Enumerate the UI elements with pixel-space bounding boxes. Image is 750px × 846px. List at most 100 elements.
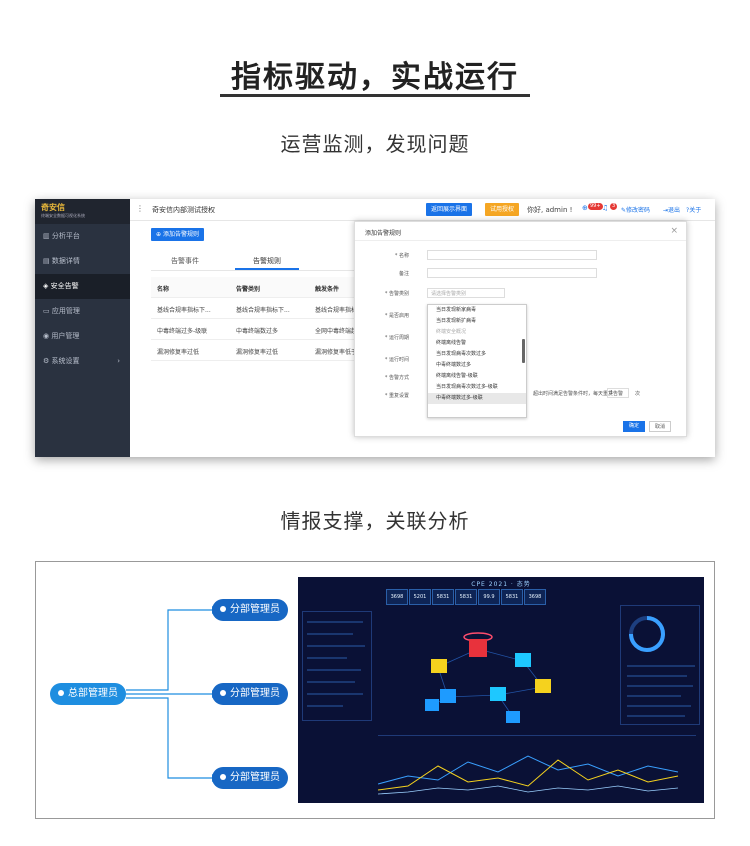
table-cell: 漏洞修复率过低 bbox=[236, 349, 279, 356]
section1-title: 运营监测，发现问题 bbox=[280, 132, 470, 156]
field-label-enabled: * 是否启用 bbox=[384, 313, 409, 319]
category-select[interactable]: 请选择告警类别 bbox=[427, 288, 505, 298]
column-header: 名称 bbox=[157, 286, 170, 293]
alert-badge: 3 bbox=[610, 203, 618, 210]
active-tab-indicator bbox=[235, 268, 299, 270]
sidebar-item-label: 数据详情 bbox=[51, 257, 80, 265]
shield-icon: ◈ bbox=[43, 282, 51, 290]
sidebar-item-apps[interactable]: ▭ 应用管理 bbox=[35, 299, 130, 324]
back-to-dashboard-button[interactable]: 返回展示界面 bbox=[426, 203, 473, 216]
app-screenshot: 奇安信 终端安全数据可视化系统 ▥ 分析平台 ▤ 数据详情 ◈ 安全告警 ▭ 应… bbox=[35, 199, 715, 457]
user-icon bbox=[220, 774, 226, 780]
sidebar-item-alerts[interactable]: ◈ 安全告警 bbox=[35, 274, 130, 299]
server-node bbox=[535, 679, 551, 693]
cancel-button[interactable]: 取消 bbox=[649, 421, 671, 432]
dropdown-option-hovered[interactable]: 中毒终端数过多-级联 bbox=[428, 393, 526, 404]
confirm-button[interactable]: 确定 bbox=[623, 421, 645, 432]
field-label-remark: 备注 bbox=[398, 271, 409, 277]
logout-link[interactable]: ⇥退出 bbox=[663, 207, 681, 214]
tab-alert-rules[interactable]: 告警规则 bbox=[253, 257, 281, 265]
kpi-strip: 3698 5201 5831 5831 99.9 5831 3698 bbox=[386, 589, 546, 605]
sidebar-item-label: 系统设置 bbox=[51, 357, 80, 365]
column-header: 告警类别 bbox=[236, 286, 261, 293]
settings-icon: ⚙ bbox=[43, 357, 52, 365]
dropdown-option[interactable]: 终端离线告警-级联 bbox=[436, 373, 478, 379]
table-row[interactable]: 漏洞修复率过低 漏洞修复率过低 漏洞修复率低于90% bbox=[151, 340, 391, 361]
repeat-count-input[interactable]: 1 bbox=[607, 388, 629, 398]
tab-bar: 告警事件 告警规则 bbox=[151, 251, 386, 271]
dropdown-scrollbar[interactable] bbox=[522, 339, 525, 363]
message-icon[interactable]: ⊕99+ bbox=[582, 203, 603, 212]
column-header: 触发条件 bbox=[315, 286, 340, 293]
intel-panel: 总部管理员 分部管理员 分部管理员 分部管理员 CPE 2021 · 态势 36… bbox=[35, 561, 715, 819]
logout-icon: ⇥ bbox=[663, 207, 669, 214]
sidebar: 奇安信 终端安全数据可视化系统 ▥ 分析平台 ▤ 数据详情 ◈ 安全告警 ▭ 应… bbox=[35, 199, 130, 457]
document-icon: ▤ bbox=[43, 257, 52, 265]
sidebar-item-label: 用户管理 bbox=[51, 332, 80, 340]
sidebar-item-label: 应用管理 bbox=[51, 307, 80, 315]
network-topology-graphic bbox=[425, 632, 551, 723]
server-node bbox=[515, 653, 531, 667]
dropdown-option[interactable]: 当日发现新扩病毒 bbox=[436, 318, 477, 324]
table-cell: 基线合规率指标比... bbox=[315, 307, 369, 314]
dropdown-option[interactable]: 当日发现新家病毒 bbox=[436, 307, 477, 313]
sidebar-item-label: 分析平台 bbox=[51, 232, 80, 240]
branch-admin-node: 分部管理员 bbox=[212, 599, 288, 621]
table-cell: 漏洞修复率过低 bbox=[157, 349, 200, 356]
table-cell: 基线合规率指标下... bbox=[236, 307, 290, 314]
repeat-description: 超出时间满足告警条件时，每天重复告警 bbox=[533, 391, 624, 397]
add-alert-rule-button[interactable]: ⊕ 添加告警规则 bbox=[151, 228, 204, 241]
user-icon: ◉ bbox=[43, 332, 52, 340]
logo: 奇安信 终端安全数据可视化系统 bbox=[35, 199, 130, 224]
category-dropdown: 当日发现新家病毒 当日发现新扩病毒 终端安全概况 终端离线告警 当日发现病毒次数… bbox=[427, 304, 527, 418]
plus-circle-icon: ⊕ bbox=[156, 231, 163, 238]
topbar: ⋮ 奇安信内部测试授权 返回展示界面 试用授权 你好, admin ! ⊕99+… bbox=[130, 199, 715, 221]
message-badge: 99+ bbox=[588, 203, 603, 210]
sidebar-item-analysis[interactable]: ▥ 分析平台 bbox=[35, 224, 130, 249]
modal-divider bbox=[355, 240, 686, 241]
dropdown-option[interactable]: 中毒终端数过多 bbox=[436, 362, 472, 368]
chevron-right-icon: › bbox=[117, 357, 120, 365]
bell-icon[interactable]: ♫3 bbox=[602, 203, 618, 212]
tab-alert-events[interactable]: 告警事件 bbox=[171, 257, 199, 265]
dropdown-option[interactable]: 当日发现病毒次数过多-级联 bbox=[436, 384, 498, 390]
trend-chart-panel bbox=[377, 735, 696, 799]
close-icon[interactable]: × bbox=[670, 226, 678, 236]
menu-dots-icon[interactable]: ⋮ bbox=[136, 204, 144, 213]
user-icon bbox=[220, 690, 226, 696]
about-link[interactable]: ?关于 bbox=[686, 207, 702, 214]
field-label-category: * 告警类别 bbox=[384, 291, 409, 297]
right-stats-graphic bbox=[627, 616, 695, 717]
kpi-tile: 3698 bbox=[386, 589, 408, 605]
table-cell: 基线合规率指标下... bbox=[157, 307, 211, 314]
kpi-tile: 5201 bbox=[409, 589, 431, 605]
left-stats-lines bbox=[307, 621, 365, 707]
left-stats-panel bbox=[302, 611, 372, 721]
table-header: 名称 告警类别 触发条件 bbox=[151, 277, 391, 298]
field-label-time: * 运行时间 bbox=[384, 357, 409, 363]
question-icon: ? bbox=[686, 207, 690, 214]
trial-license-button[interactable]: 试用授权 bbox=[485, 203, 520, 216]
kpi-tile: 3698 bbox=[524, 589, 546, 605]
table-row[interactable]: 中毒终端过多-级联 中毒终端数过多 全网中毒终端超过1... bbox=[151, 319, 391, 340]
situation-dashboard: CPE 2021 · 态势 3698 5201 5831 5831 99.9 5… bbox=[298, 577, 704, 803]
dropdown-option[interactable]: 终端离线告警 bbox=[436, 340, 467, 346]
table-cell: 中毒终端过多-级联 bbox=[157, 328, 208, 335]
user-icon bbox=[58, 690, 64, 696]
field-label-name: * 名称 bbox=[394, 253, 409, 259]
user-icon bbox=[220, 606, 226, 612]
add-alert-rule-modal: 添加告警规则 × * 名称 备注 * 告警类别 请选择告警类别 * 是否启用 *… bbox=[354, 221, 687, 437]
sidebar-item-users[interactable]: ◉ 用户管理 bbox=[35, 324, 130, 349]
field-label-method: * 告警方式 bbox=[384, 375, 409, 381]
table-cell: 中毒终端数过多 bbox=[236, 328, 279, 335]
sidebar-item-settings[interactable]: ⚙ 系统设置 › bbox=[35, 349, 130, 374]
remark-input[interactable] bbox=[427, 268, 597, 278]
edit-icon: ✎ bbox=[621, 207, 627, 214]
dropdown-option[interactable]: 当日发现病毒次数过多 bbox=[436, 351, 487, 357]
name-input[interactable] bbox=[427, 250, 597, 260]
table-row[interactable]: 基线合规率指标下... 基线合规率指标下... 基线合规率指标比... bbox=[151, 298, 391, 319]
sidebar-item-data[interactable]: ▤ 数据详情 bbox=[35, 249, 130, 274]
change-password-link[interactable]: ✎修改密码 bbox=[621, 207, 651, 214]
repeat-unit: 次 bbox=[635, 391, 641, 397]
connector-line bbox=[126, 697, 212, 779]
